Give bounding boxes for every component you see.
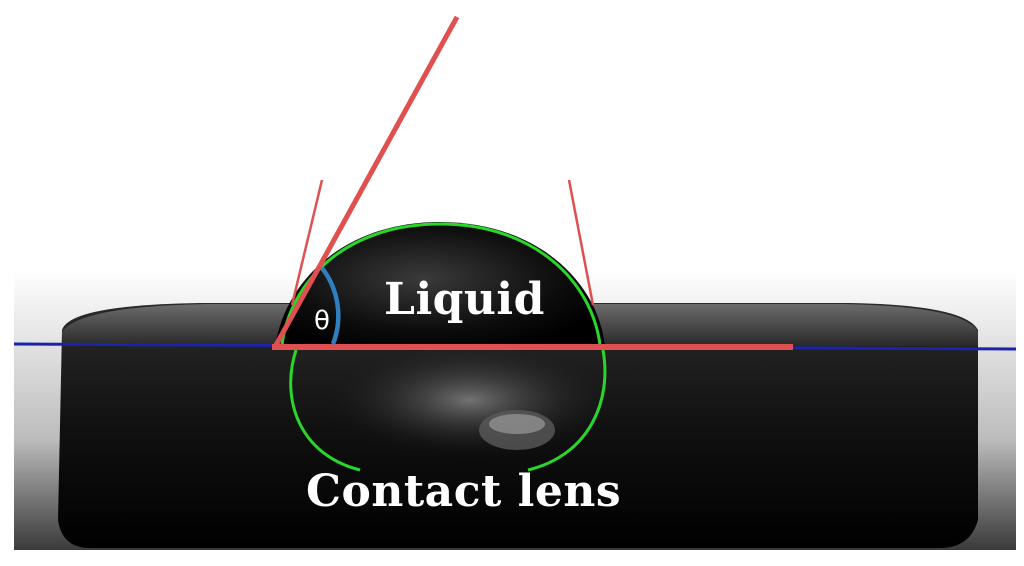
drop-outline [280, 222, 602, 346]
liquid-label: Liquid [384, 274, 545, 325]
tangent-line [272, 15, 460, 349]
angle-symbol-label: θ [314, 306, 330, 336]
right-side-guide [567, 179, 595, 306]
drop-reflection-left [289, 349, 361, 472]
left-side-guide [290, 179, 324, 306]
drop-reflection-right [527, 349, 607, 472]
liquid-drop [275, 222, 605, 347]
contact-lens-label: Contact lens [306, 466, 622, 517]
angle-arc [320, 266, 341, 345]
lens-reflection [320, 340, 620, 460]
